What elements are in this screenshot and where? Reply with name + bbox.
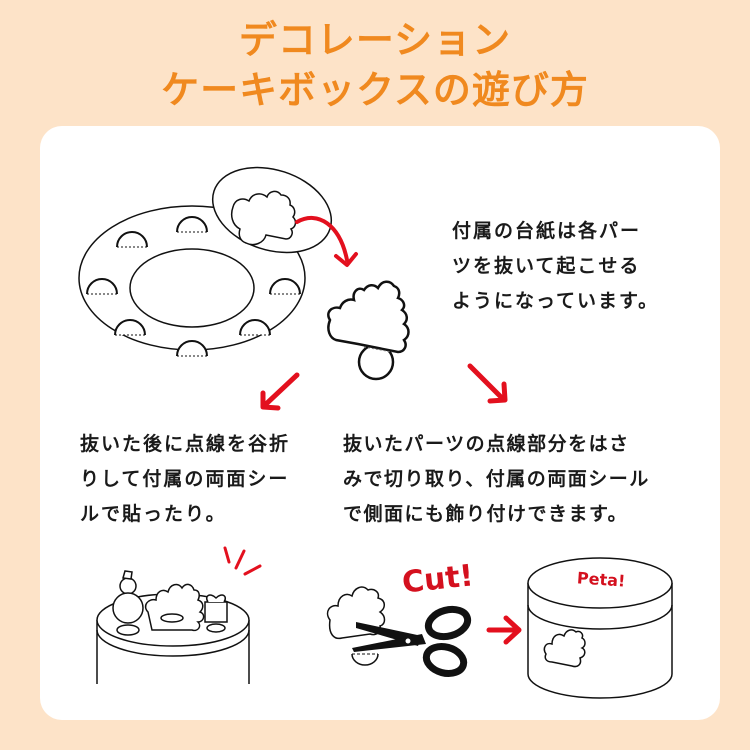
cut-line-2: みで切り取り、付属の両面シール xyxy=(343,468,650,490)
cut-method-text: 抜いたパーツの点線部分をはさ みで切り取り、付属の両面シール で側面にも飾り付け… xyxy=(343,427,650,532)
cut-line-3: で側面にも飾り付けできます。 xyxy=(343,503,629,525)
cut-line-1: 抜いたパーツの点線部分をはさ xyxy=(343,433,630,455)
fold-line-1: 抜いた後に点線を谷折 xyxy=(80,433,291,455)
intro-line-1: 付属の台紙は各パー xyxy=(452,220,642,242)
intro-line-2: ツを抜いて起こせる xyxy=(452,255,641,277)
page-title-line1: デコレーション xyxy=(238,18,512,62)
page-title-line2: ケーキボックスの遊び方 xyxy=(161,68,589,112)
intro-line-3: ようになっています。 xyxy=(452,290,660,312)
intro-text: 付属の台紙は各パー ツを抜いて起こせる ようになっています。 xyxy=(452,214,659,319)
fold-line-3: ルで貼ったり。 xyxy=(80,503,227,525)
fold-method-text: 抜いた後に点線を谷折 りして付属の両面シー ルで貼ったり。 xyxy=(80,427,290,532)
peta-label: Peta! xyxy=(576,568,626,591)
fold-line-2: りして付属の両面シー xyxy=(80,468,290,490)
